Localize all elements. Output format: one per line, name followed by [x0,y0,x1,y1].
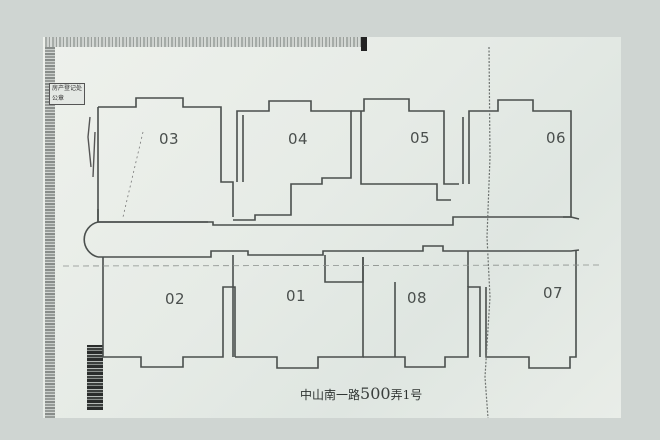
address-street: 中山南一路 [300,388,361,402]
unit-label-07: 07 [543,284,563,302]
fold-crease [484,46,491,418]
floor-plan-sheet: 房产登记处 公章 [43,37,621,418]
unit-label-04: 04 [288,130,308,148]
scan-artifact-left [45,47,55,418]
unit-06-outline [468,99,572,218]
unit-label-06: 06 [546,129,566,147]
scan-artifact-mark [361,37,367,51]
unit-05-outline [351,98,459,185]
unit-01-outline [235,257,364,369]
unit-02-outline [102,257,236,368]
building-address: 中山南一路500弄1号 [300,384,422,403]
corridor-rounded-end [83,221,99,258]
barcode-strip [87,345,103,410]
unit-label-03: 03 [159,130,179,148]
unit-label-08: 08 [407,289,427,307]
address-number: 500 [360,384,391,403]
corridor-bottom-wall [98,245,580,258]
scan-artifact-top [45,37,361,47]
floor-plan-drawing: 03 04 05 06 02 01 08 07 [62,46,604,418]
corridor-top-wall [97,209,580,226]
unit-label-01: 01 [286,287,306,305]
stamp-line-1: 房产登记处 [52,85,83,92]
address-suffix: 弄1号 [390,388,423,402]
dashed-guide-line [62,264,604,267]
registry-stamp: 房产登记处 公章 [49,83,85,105]
unit-07-outline [485,251,577,369]
unit-08-outline [363,286,481,368]
unit-label-02: 02 [165,290,185,308]
unit-label-05: 05 [410,129,430,147]
unit-03-outline [98,97,234,217]
pencil-mark [87,116,96,178]
unit-04-outline [233,100,352,221]
stamp-line-2: 公章 [52,95,65,102]
